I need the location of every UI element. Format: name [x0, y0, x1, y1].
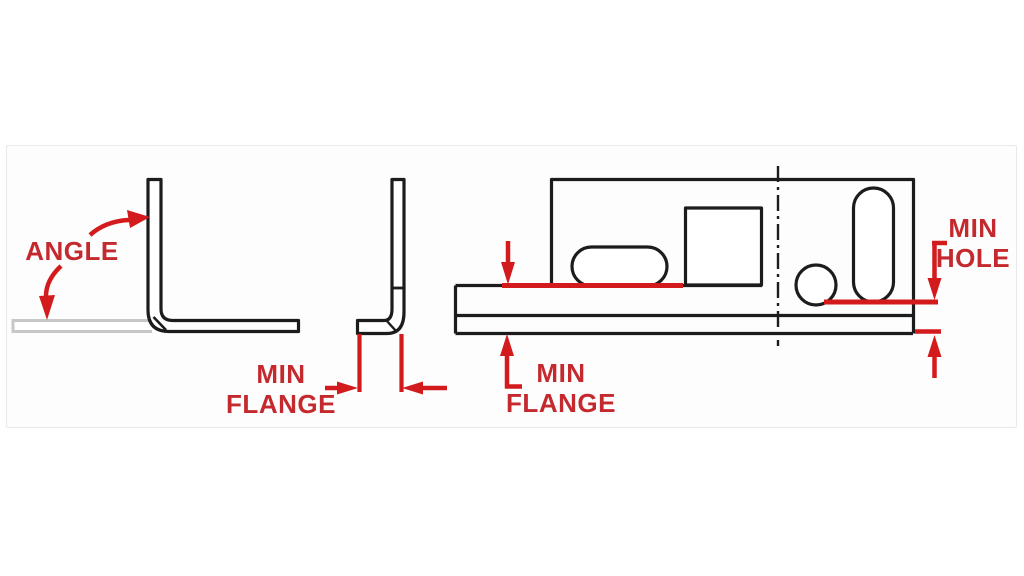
bent-angle-outline	[146, 177, 301, 334]
min-hole-label: MIN HOLE	[936, 213, 1010, 273]
min-flange-arrow-up-icon	[500, 334, 514, 356]
angle-arrow-lower-icon	[39, 295, 55, 320]
angle-leader-curve-upper	[88, 217, 130, 237]
round-hole	[794, 263, 838, 307]
part-body-outline	[549, 177, 916, 334]
min-flange-line2: FLANGE	[226, 389, 336, 419]
angle-leader-curve-lower	[43, 264, 63, 297]
square-hole	[683, 206, 764, 287]
min-flange-line1: MIN	[256, 359, 306, 389]
slot-hole-horizontal	[570, 245, 669, 288]
bend-angle-view	[11, 177, 301, 334]
min-flange-label-profile: MIN FLANGE	[226, 359, 336, 419]
bend-chamfer-line	[385, 319, 397, 332]
bend-chamfer-line	[152, 316, 167, 331]
min-hole-arrow-down-icon	[927, 278, 942, 300]
min-flange-line2: FLANGE	[506, 388, 616, 418]
dim-arrow-right-icon	[402, 381, 423, 395]
min-flange-line1: MIN	[536, 358, 586, 388]
flat-pattern-view	[453, 166, 947, 389]
min-flange-profile-view	[325, 177, 447, 395]
flange-profile-outline	[355, 177, 406, 336]
flat-sheet-gray-outline	[11, 319, 152, 333]
min-flange-label-flat: MIN FLANGE	[506, 358, 616, 418]
min-hole-line1: MIN	[948, 213, 998, 243]
dim-arrow-left-icon	[337, 381, 358, 395]
slot-hole-vertical	[851, 186, 896, 304]
angle-arrow-upper-icon	[127, 210, 150, 228]
min-flange-arrow-down-icon	[501, 262, 515, 285]
angle-label: ANGLE	[25, 236, 119, 266]
min-hole-arrow-up-icon	[927, 335, 942, 357]
min-hole-line2: HOLE	[935, 243, 1011, 273]
angle-label-text: ANGLE	[25, 236, 119, 266]
